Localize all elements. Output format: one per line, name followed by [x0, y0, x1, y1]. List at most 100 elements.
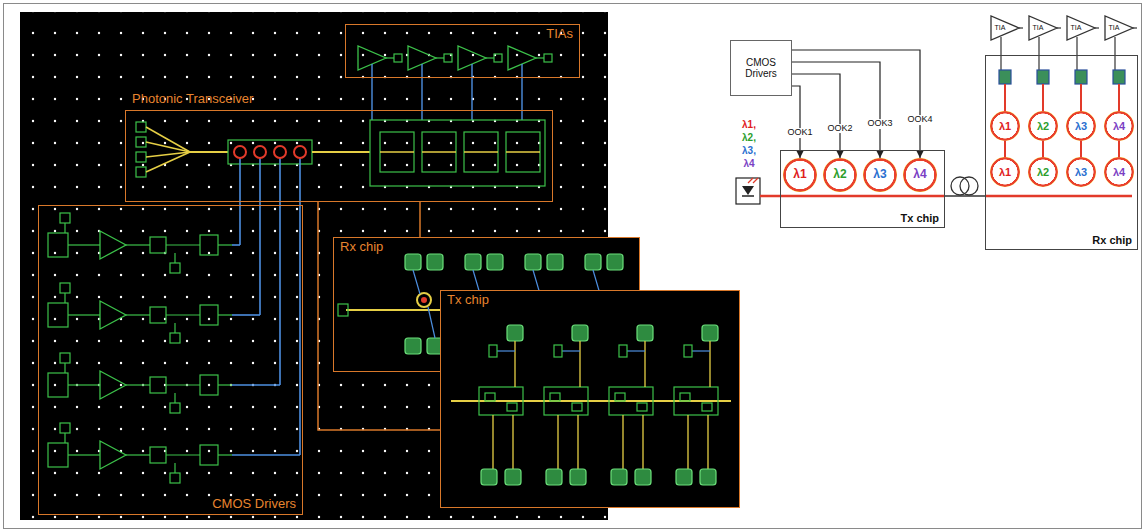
wavelength-label: λ4	[743, 158, 754, 169]
tx-chip-layout	[637, 325, 653, 341]
layout-drawing	[136, 167, 146, 177]
layout-drawing	[386, 57, 394, 58]
node-label: CMOS Drivers	[212, 497, 296, 512]
layout-drawing	[126, 454, 150, 455]
layout-drawing	[422, 151, 456, 153]
tx-chip-layout	[611, 469, 627, 485]
fiber-coil	[960, 177, 978, 195]
layout-drawing	[174, 463, 175, 473]
ring-resonator: λ1	[990, 111, 1020, 141]
figure-frame	[4, 4, 1142, 529]
node-label: Tx chip	[447, 293, 489, 308]
rx-chip-layout	[607, 254, 623, 270]
signal-label: OOK2	[825, 124, 854, 134]
layout-drawing	[371, 64, 372, 120]
layout-drawing	[259, 158, 261, 315]
ring-resonator: λ3	[863, 158, 897, 192]
layout-drawing	[380, 151, 414, 153]
tx-chip-layout	[507, 403, 517, 411]
system-schematic	[736, 16, 1137, 204]
layout-drawing	[174, 253, 175, 263]
tx-chip-layout	[577, 415, 578, 469]
connector	[945, 195, 985, 197]
ring-resonator: λ1	[990, 157, 1020, 187]
ring-resonator: λ3	[1066, 111, 1096, 141]
tx-chip-layout	[485, 393, 495, 401]
tx-chip-layout	[676, 469, 692, 485]
layout-drawing	[232, 454, 300, 456]
tx-chip-layout	[702, 325, 718, 341]
layout-drawing	[48, 443, 68, 467]
layout-drawing	[421, 64, 422, 120]
tx-chip-layout	[479, 387, 523, 415]
layout-drawing	[64, 363, 65, 373]
layout-drawing	[200, 375, 218, 395]
tx-chip-layout	[687, 415, 688, 469]
layout-drawing	[60, 213, 70, 223]
node-label: CMOS Drivers	[734, 57, 788, 80]
layout-drawing	[471, 64, 472, 120]
rx-chip-layout	[585, 254, 601, 270]
amplifier-symbol	[1067, 16, 1095, 40]
ring-resonator: λ4	[1104, 111, 1134, 141]
tx-chip-layout	[692, 350, 710, 351]
layout-drawing	[150, 307, 166, 323]
photodetector	[1075, 70, 1087, 84]
layout-drawing	[170, 403, 180, 413]
layout-drawing	[394, 54, 402, 62]
layout-drawing	[100, 231, 126, 259]
layout-drawing	[100, 301, 126, 329]
tx-chip-layout	[557, 415, 558, 469]
layout-drawing	[218, 244, 232, 245]
tx-chip-layout	[572, 403, 582, 411]
amplifier-label: TIA	[995, 24, 1006, 32]
system-schematic	[1133, 27, 1137, 28]
tx-chip-layout	[619, 345, 627, 357]
drop-waveguide	[1004, 141, 1006, 157]
layout-drawing	[299, 158, 301, 455]
wavelength-label: λ1,	[742, 119, 756, 130]
layout-drawing	[486, 57, 494, 58]
layout-drawing	[422, 132, 456, 172]
layout-drawing	[48, 373, 68, 397]
layout-drawing	[48, 233, 68, 257]
layout-drawing	[312, 151, 370, 153]
tx-chip-layout	[546, 469, 562, 485]
layout-drawing	[494, 54, 502, 62]
layout-drawing	[68, 454, 100, 455]
ring-resonator: λ4	[1104, 157, 1134, 187]
connector	[792, 74, 840, 158]
tx-chip-layout	[709, 341, 710, 387]
wavelength-label: λ2,	[742, 132, 756, 143]
rx-chip-layout	[428, 307, 435, 338]
layout-drawing	[150, 377, 166, 393]
connector	[792, 50, 920, 158]
layout-drawing	[64, 293, 65, 303]
rx-chip-layout	[338, 304, 348, 316]
bus-waveguide	[760, 195, 945, 198]
rx-chip-layout	[405, 254, 421, 270]
drop-waveguide	[1042, 141, 1044, 157]
block-box: CMOS Drivers	[730, 40, 792, 96]
signal-label: OOK1	[785, 128, 814, 138]
node-label: λ4	[1113, 120, 1125, 133]
system-schematic	[1057, 27, 1061, 28]
laser-symbol	[736, 178, 760, 204]
tx-chip-layout	[550, 393, 560, 401]
layout-drawing	[444, 54, 452, 62]
node-label: Rx chip	[1092, 234, 1132, 247]
rx-chip-layout	[525, 254, 541, 270]
node-label: λ4	[913, 168, 926, 182]
block-box: Tx chipλ1λ2λ3λ4	[780, 150, 945, 228]
tx-chip-layout	[674, 387, 718, 415]
node-label: λ1	[793, 168, 806, 182]
layout-drawing	[234, 146, 246, 158]
tx-chip-layout	[702, 403, 712, 411]
ring-resonator: λ3	[1066, 157, 1096, 187]
layout-drawing	[136, 122, 146, 132]
layout-drawing	[464, 151, 498, 153]
layout-drawing	[436, 57, 444, 58]
node-label: λ2	[833, 168, 846, 182]
drop-waveguide	[1118, 84, 1120, 111]
signal-label: OOK3	[865, 119, 894, 129]
